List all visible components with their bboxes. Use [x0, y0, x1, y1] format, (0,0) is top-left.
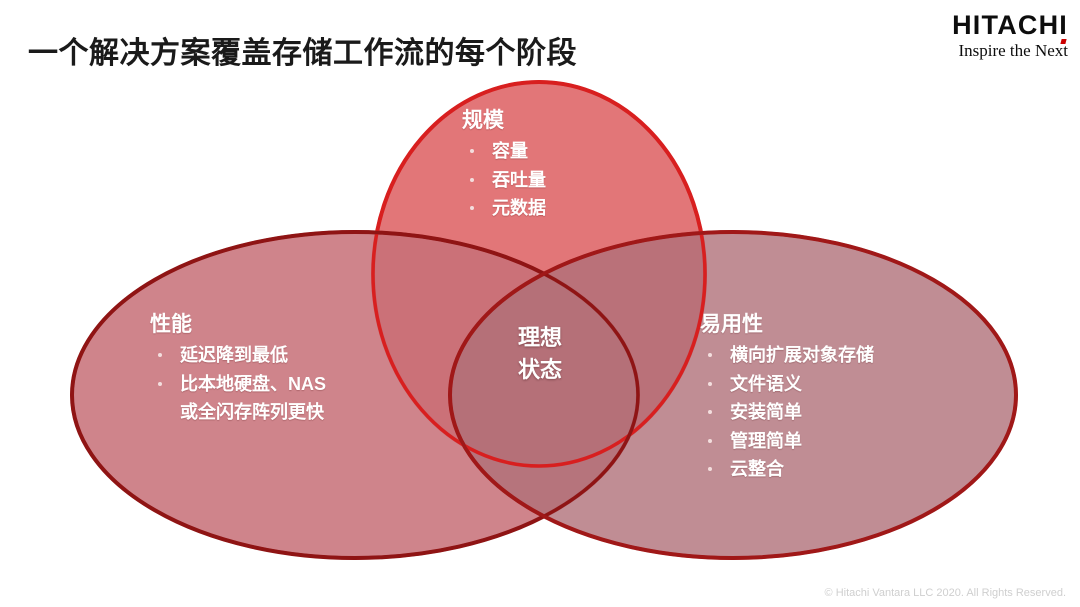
- list-item: 元数据: [462, 194, 546, 222]
- venn-items-usability: 横向扩展对象存储 文件语义 安装简单 管理简单 云整合: [700, 341, 874, 483]
- copyright-notice: © Hitachi Vantara LLC 2020. All Rights R…: [824, 587, 1066, 599]
- list-item: 云整合: [700, 455, 874, 483]
- list-item: 安装简单: [700, 398, 874, 426]
- venn-outline-usability: [448, 230, 1018, 560]
- list-item-continuation: 或全闪存阵列更快: [180, 402, 324, 423]
- list-item: 容量: [462, 137, 546, 165]
- venn-title-performance: 性能: [150, 313, 192, 336]
- venn-outline-scale: [371, 80, 707, 468]
- logo-tagline-wrap: Inspire the Next: [958, 39, 1068, 61]
- venn-center-line1: 理想: [517, 325, 562, 350]
- list-item: 管理简单: [700, 427, 874, 455]
- logo-wordmark: HITACHI: [952, 10, 1068, 40]
- list-item: 横向扩展对象存储: [700, 341, 874, 369]
- venn-items-performance: 延迟降到最低 比本地硬盘、NAS 或全闪存阵列更快: [150, 341, 326, 426]
- list-item: 比本地硬盘、NAS: [150, 370, 326, 398]
- venn-title-usability: 易用性: [700, 313, 763, 336]
- venn-center-label: 理想 状态: [488, 322, 592, 386]
- venn-label-usability: 易用性 横向扩展对象存储 文件语义 安装简单 管理简单 云整合: [700, 312, 874, 483]
- hitachi-logo: HITACHI Inspire the Next: [888, 12, 1068, 61]
- venn-center-line2: 状态: [517, 356, 562, 382]
- venn-label-performance: 性能 延迟降到最低 比本地硬盘、NAS 或全闪存阵列更快: [150, 312, 326, 427]
- venn-label-scale: 规模 容量 吞吐量 元数据: [462, 108, 546, 223]
- page-title: 一个解决方案覆盖存储工作流的每个阶段: [28, 37, 577, 70]
- list-item: 延迟降到最低: [150, 341, 326, 369]
- venn-title-scale: 规模: [462, 109, 504, 132]
- venn-outline-performance: [70, 230, 640, 560]
- list-item: 文件语义: [700, 370, 874, 398]
- venn-items-scale: 容量 吞吐量 元数据: [462, 137, 546, 222]
- logo-tagline: Inspire the Next: [958, 41, 1068, 60]
- list-item: 吞吐量: [462, 166, 546, 194]
